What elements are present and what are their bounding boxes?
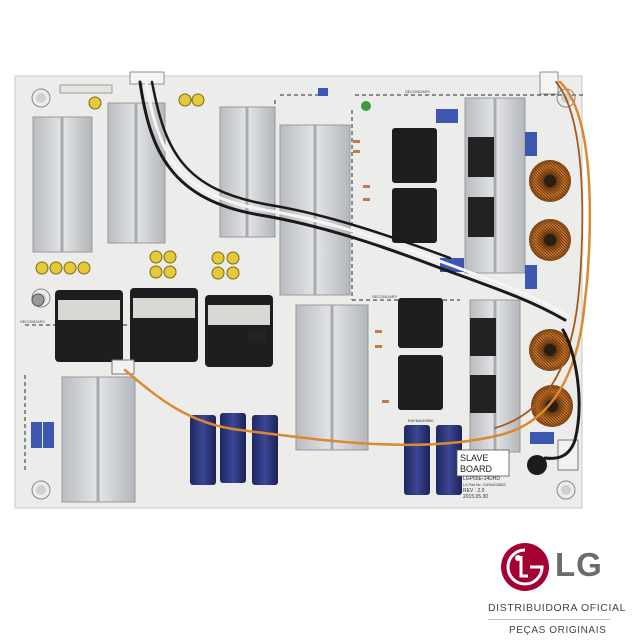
wire-harness [123,80,592,460]
date-code: 2015.05.30 [463,494,488,500]
secondary-label: SECONDARY [20,319,46,324]
board-model: EAY64049300 [408,418,434,423]
slave-label: BOARD [460,464,493,474]
transformers [55,128,443,410]
revision: REV : 2.0 [463,488,485,494]
part-number: LG Part No : EAY64228802 [463,483,506,487]
slave-label: SLAVE [460,453,488,463]
toroid-coils [529,160,573,427]
secondary-label: SECONDARY [405,89,431,94]
heatsinks [32,97,526,503]
black-components [248,137,547,475]
board-markings: SLAVE BOARD LGP65E-14UHD LG Part No : EA… [408,418,510,500]
model-number: LGP65E-14UHD [463,476,500,482]
yellow-capacitors [35,93,240,280]
top-connector [59,71,559,95]
secondary-label: SECONDARY [372,294,398,299]
misc-components [31,88,579,471]
